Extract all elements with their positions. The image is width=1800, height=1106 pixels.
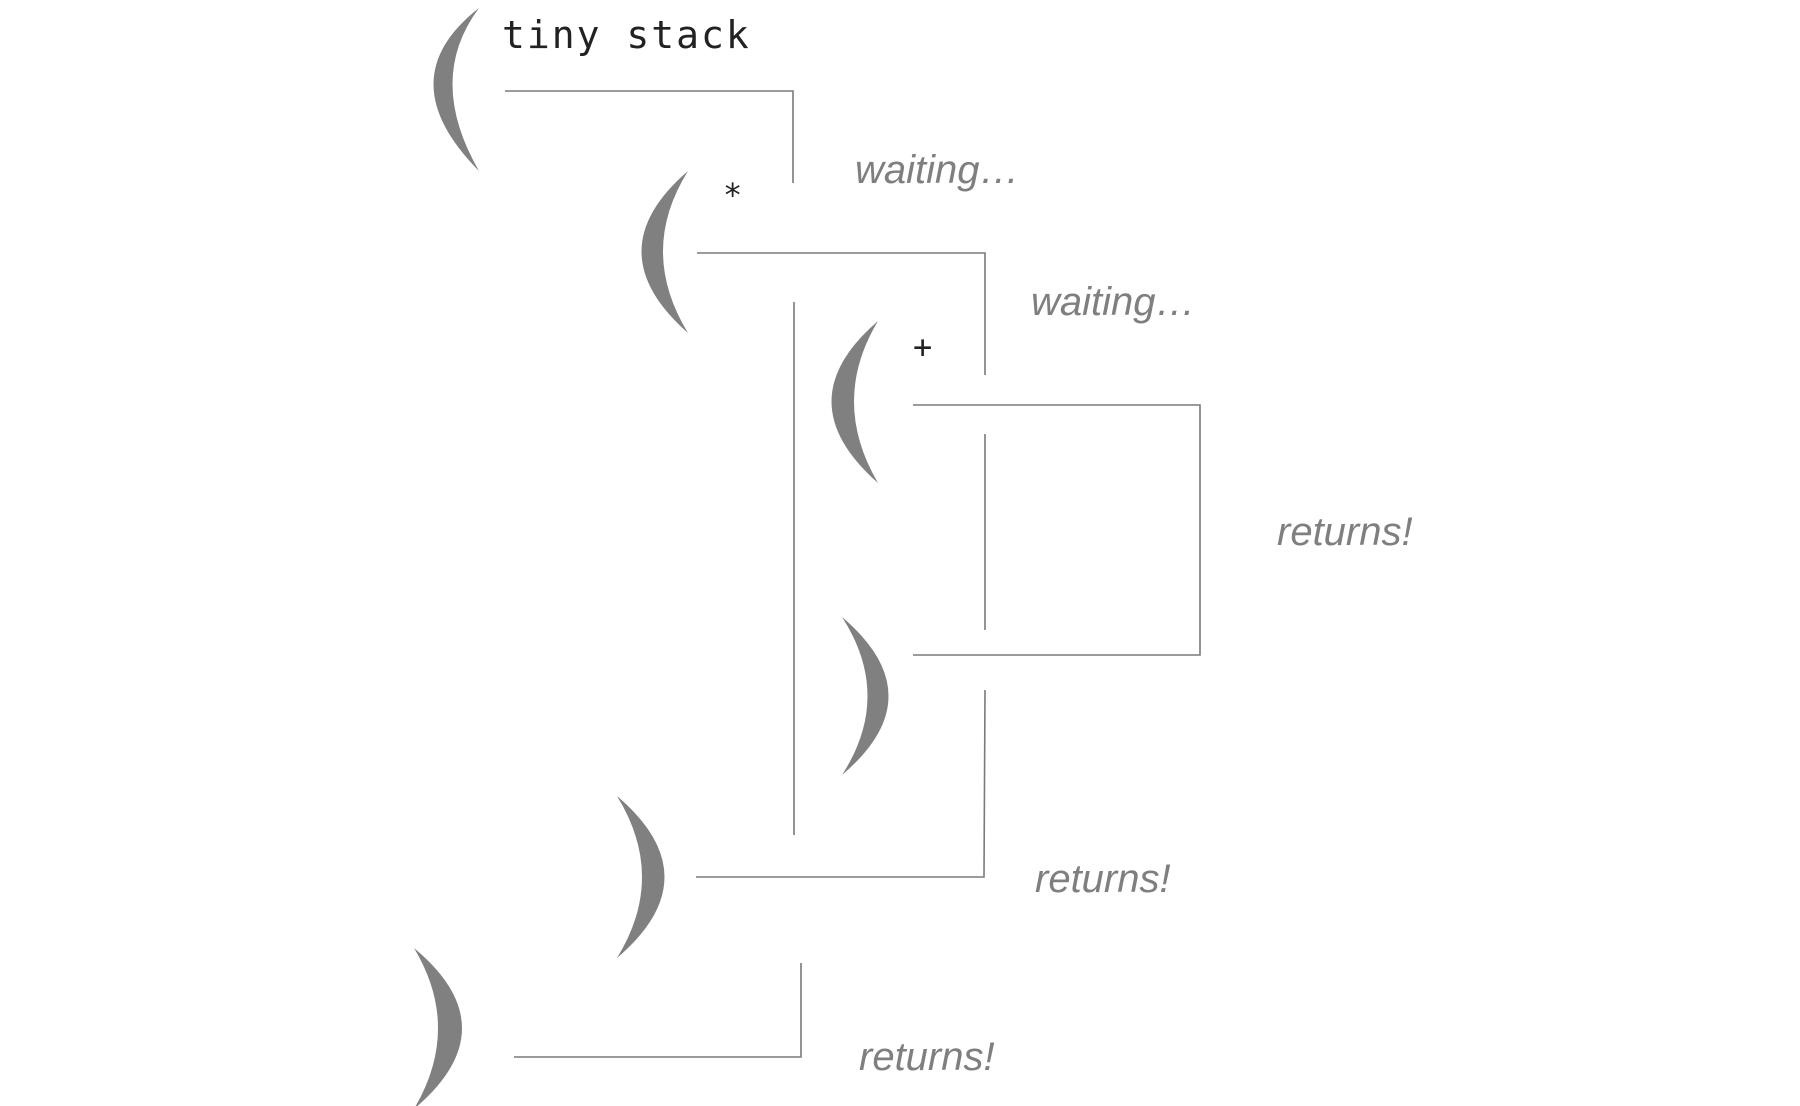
outer-open-paren-icon	[433, 8, 479, 171]
plus-operator: +	[913, 328, 932, 366]
inner-close-paren-icon	[842, 617, 889, 775]
inner-returns-label: returns!	[1277, 510, 1413, 554]
middle-returns-label: returns!	[1035, 857, 1171, 901]
outer-waiting-label: waiting…	[855, 148, 1020, 192]
middle-call-connector	[697, 252, 986, 375]
middle-return-connector	[696, 689, 986, 878]
stack-title: tiny stack	[502, 13, 751, 57]
outer-call-connector	[505, 90, 794, 183]
middle-open-paren-icon	[641, 171, 688, 333]
inner-waiting-label: waiting…	[1031, 280, 1196, 324]
outer-returns-label: returns!	[859, 1035, 995, 1079]
multiply-operator: *	[723, 176, 742, 214]
inner-open-paren-icon	[831, 321, 878, 483]
inner-evaluation-box	[913, 404, 1201, 656]
outer-return-connector	[514, 963, 802, 1058]
outer-close-paren-icon	[414, 948, 462, 1106]
middle-close-paren-icon	[617, 796, 665, 958]
